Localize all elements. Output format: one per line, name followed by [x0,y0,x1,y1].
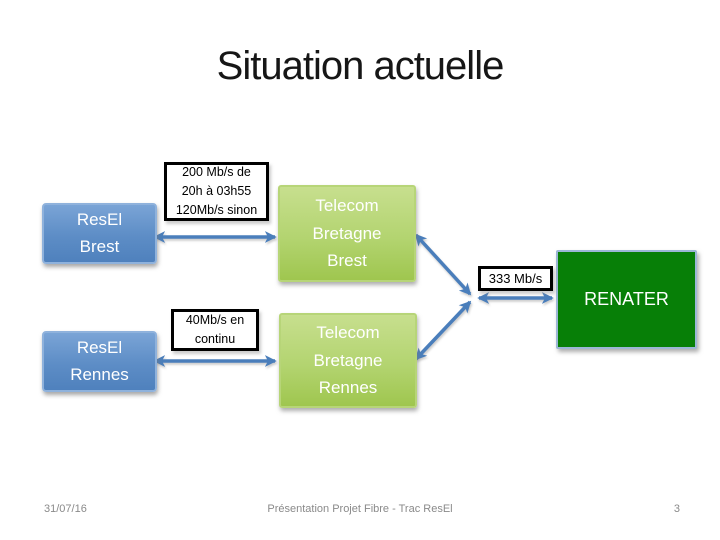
node-resel-brest-label: ResEl Brest [76,210,123,256]
node-resel-rennes: ResEl Rennes [42,331,157,392]
node-telecom-bretagne-rennes-label: Telecom Bretagne Rennes [313,323,383,398]
footer-page-number: 3 [673,503,680,515]
footer-date: 31/07/16 [44,503,87,515]
page-title: Situation actuelle [216,44,505,88]
node-renater: RENATER [556,250,697,349]
bandwidth-label-rennes-link: 40Mb/s en continu [171,309,259,351]
node-renater-label: RENATER [584,288,669,309]
bandwidth-label-brest-link-text: 200 Mb/s de 20h à 03h55 120Mb/s sinon [175,165,258,217]
footer-caption: Présentation Projet Fibre - Trac ResEl [267,503,453,515]
bandwidth-label-renater-link: 333 Mb/s [478,266,553,291]
node-resel-brest: ResEl Brest [42,203,157,264]
arrow-telecom-brest-to-junction [414,233,472,296]
node-telecom-bretagne-rennes: Telecom Bretagne Rennes [279,313,417,408]
arrow-telecom-rennes-to-junction [414,300,472,361]
bandwidth-label-brest-link: 200 Mb/s de 20h à 03h55 120Mb/s sinon [164,162,269,221]
node-telecom-bretagne-brest-label: Telecom Bretagne Brest [312,196,382,271]
node-resel-rennes-label: ResEl Rennes [70,338,129,384]
bandwidth-label-rennes-link-text: 40Mb/s en continu [185,313,245,346]
bandwidth-label-renater-link-text: 333 Mb/s [488,270,543,286]
node-telecom-bretagne-brest: Telecom Bretagne Brest [278,185,416,282]
